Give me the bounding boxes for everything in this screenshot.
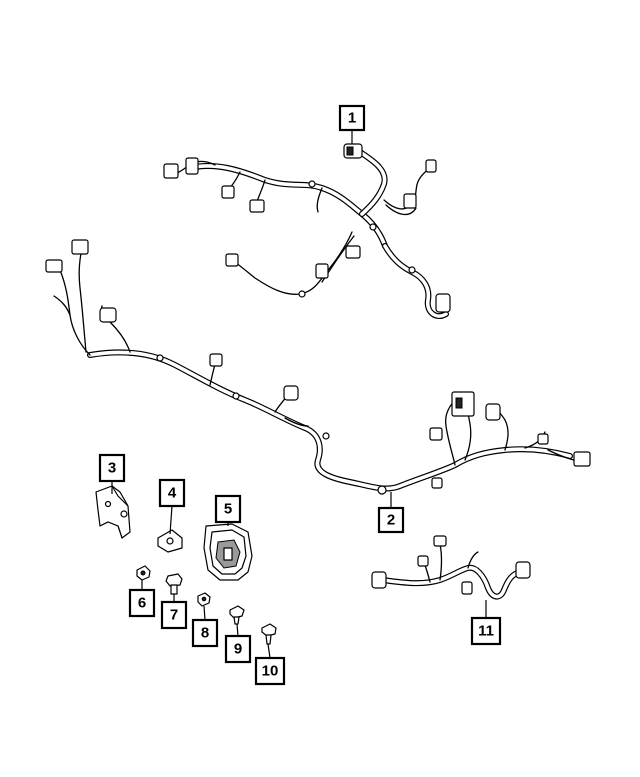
callout-1[interactable]: 1	[338, 104, 366, 132]
svg-text:4: 4	[168, 485, 177, 502]
callout-7[interactable]: 7	[160, 600, 188, 630]
svg-text:1: 1	[348, 110, 356, 127]
callout-11[interactable]: 11	[470, 616, 502, 646]
callout-2[interactable]: 2	[377, 506, 405, 534]
part-10-screw[interactable]	[261, 623, 277, 645]
callout-8[interactable]: 8	[191, 618, 219, 648]
svg-text:11: 11	[478, 623, 494, 640]
svg-text:6: 6	[138, 595, 146, 612]
leader-4	[169, 505, 173, 535]
part-5-cover[interactable]	[203, 523, 253, 581]
svg-text:8: 8	[201, 625, 209, 642]
callout-5[interactable]: 5	[214, 494, 242, 524]
part-8-nut[interactable]	[197, 592, 211, 607]
callout-4[interactable]: 4	[158, 478, 186, 508]
leader-10	[267, 643, 271, 659]
callout-3[interactable]: 3	[98, 453, 126, 483]
part-9-screw[interactable]	[229, 605, 245, 625]
svg-text:2: 2	[387, 512, 395, 529]
svg-text:9: 9	[234, 641, 242, 658]
part-11-wiring-harness[interactable]	[371, 535, 531, 600]
svg-text:10: 10	[262, 663, 279, 680]
callout-9[interactable]: 9	[224, 634, 252, 664]
svg-text:5: 5	[224, 501, 232, 518]
part-7-bolt[interactable]	[165, 573, 183, 595]
part-1-wiring-harness[interactable]	[163, 143, 451, 320]
callout-10[interactable]: 10	[254, 656, 286, 686]
callout-6[interactable]: 6	[128, 588, 156, 618]
part-3-bracket[interactable]	[95, 485, 131, 539]
leader-lines	[111, 130, 487, 659]
svg-text:3: 3	[108, 460, 116, 477]
leader-9	[236, 623, 239, 637]
part-4-clip[interactable]	[157, 529, 183, 553]
svg-text:7: 7	[170, 607, 178, 624]
part-2-wiring-harness[interactable]	[45, 239, 591, 495]
part-6-nut[interactable]	[136, 565, 151, 581]
leader-8	[203, 605, 206, 621]
